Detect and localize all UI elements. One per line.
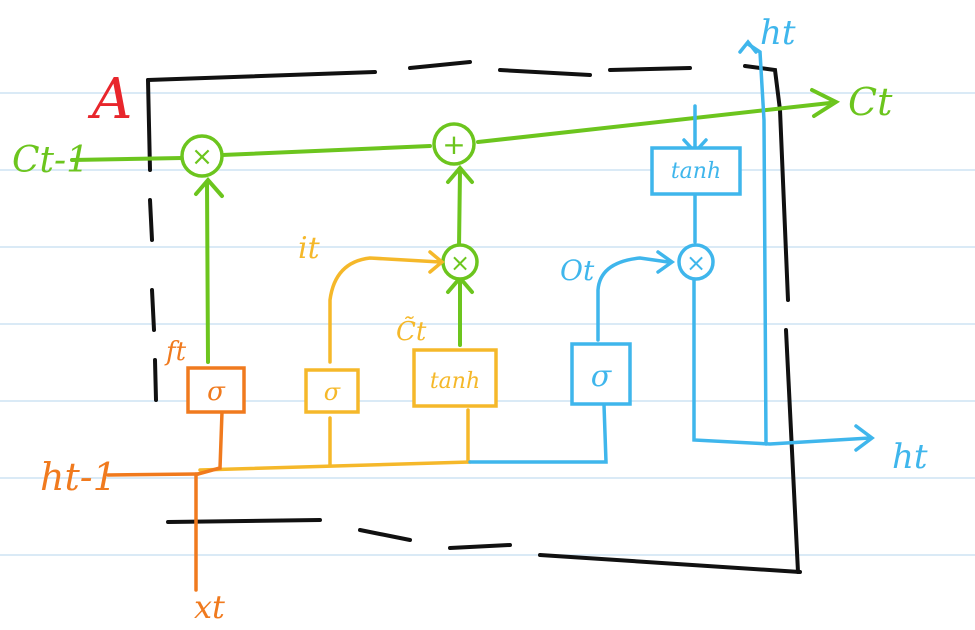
cell-tanh-label: tanh: [671, 159, 721, 184]
input-multiply-op: ×: [441, 243, 479, 281]
cell-title: A: [87, 67, 132, 132]
candidate-label: tanh: [430, 369, 480, 394]
forget-multiply-symbol: ×: [191, 142, 213, 172]
output-multiply-op: ×: [677, 243, 715, 281]
c-prev-label: Ct-1: [12, 140, 89, 181]
cell-tanh-box: tanh: [650, 146, 742, 196]
input-gate-label: σ: [324, 378, 341, 406]
i-gate-label: it: [298, 231, 321, 266]
input-multiply-symbol: ×: [450, 249, 470, 277]
h-out-right-label: ht: [892, 437, 928, 477]
output-gate-label: σ: [591, 359, 613, 394]
o-gate-label: Ot: [560, 254, 595, 287]
forget-multiply-op: ×: [180, 134, 224, 178]
add-op: +: [432, 122, 476, 166]
input-gate-box: σ: [304, 368, 360, 414]
add-symbol: +: [442, 128, 465, 161]
output-gate-box: σ: [570, 342, 632, 406]
h-out-top-label: ht: [760, 13, 796, 53]
forget-paths: [106, 410, 224, 592]
c-next-label: Ct: [848, 80, 893, 124]
output-multiply-symbol: ×: [686, 249, 706, 277]
x-in-label: xt: [194, 588, 225, 626]
forget-gate-label: σ: [207, 377, 226, 407]
f-gate-label: ft: [164, 337, 187, 367]
forget-gate-box: σ: [186, 366, 246, 414]
h-prev-label: ht-1: [40, 455, 117, 499]
ruled-lines: [0, 92, 975, 556]
input-paths: [198, 250, 472, 472]
output-paths: [468, 39, 875, 464]
cell-state-path: [70, 88, 841, 364]
c-tilde-label: C̃t: [396, 316, 427, 347]
cell-frame: [146, 60, 802, 574]
candidate-box: tanh: [412, 348, 498, 408]
